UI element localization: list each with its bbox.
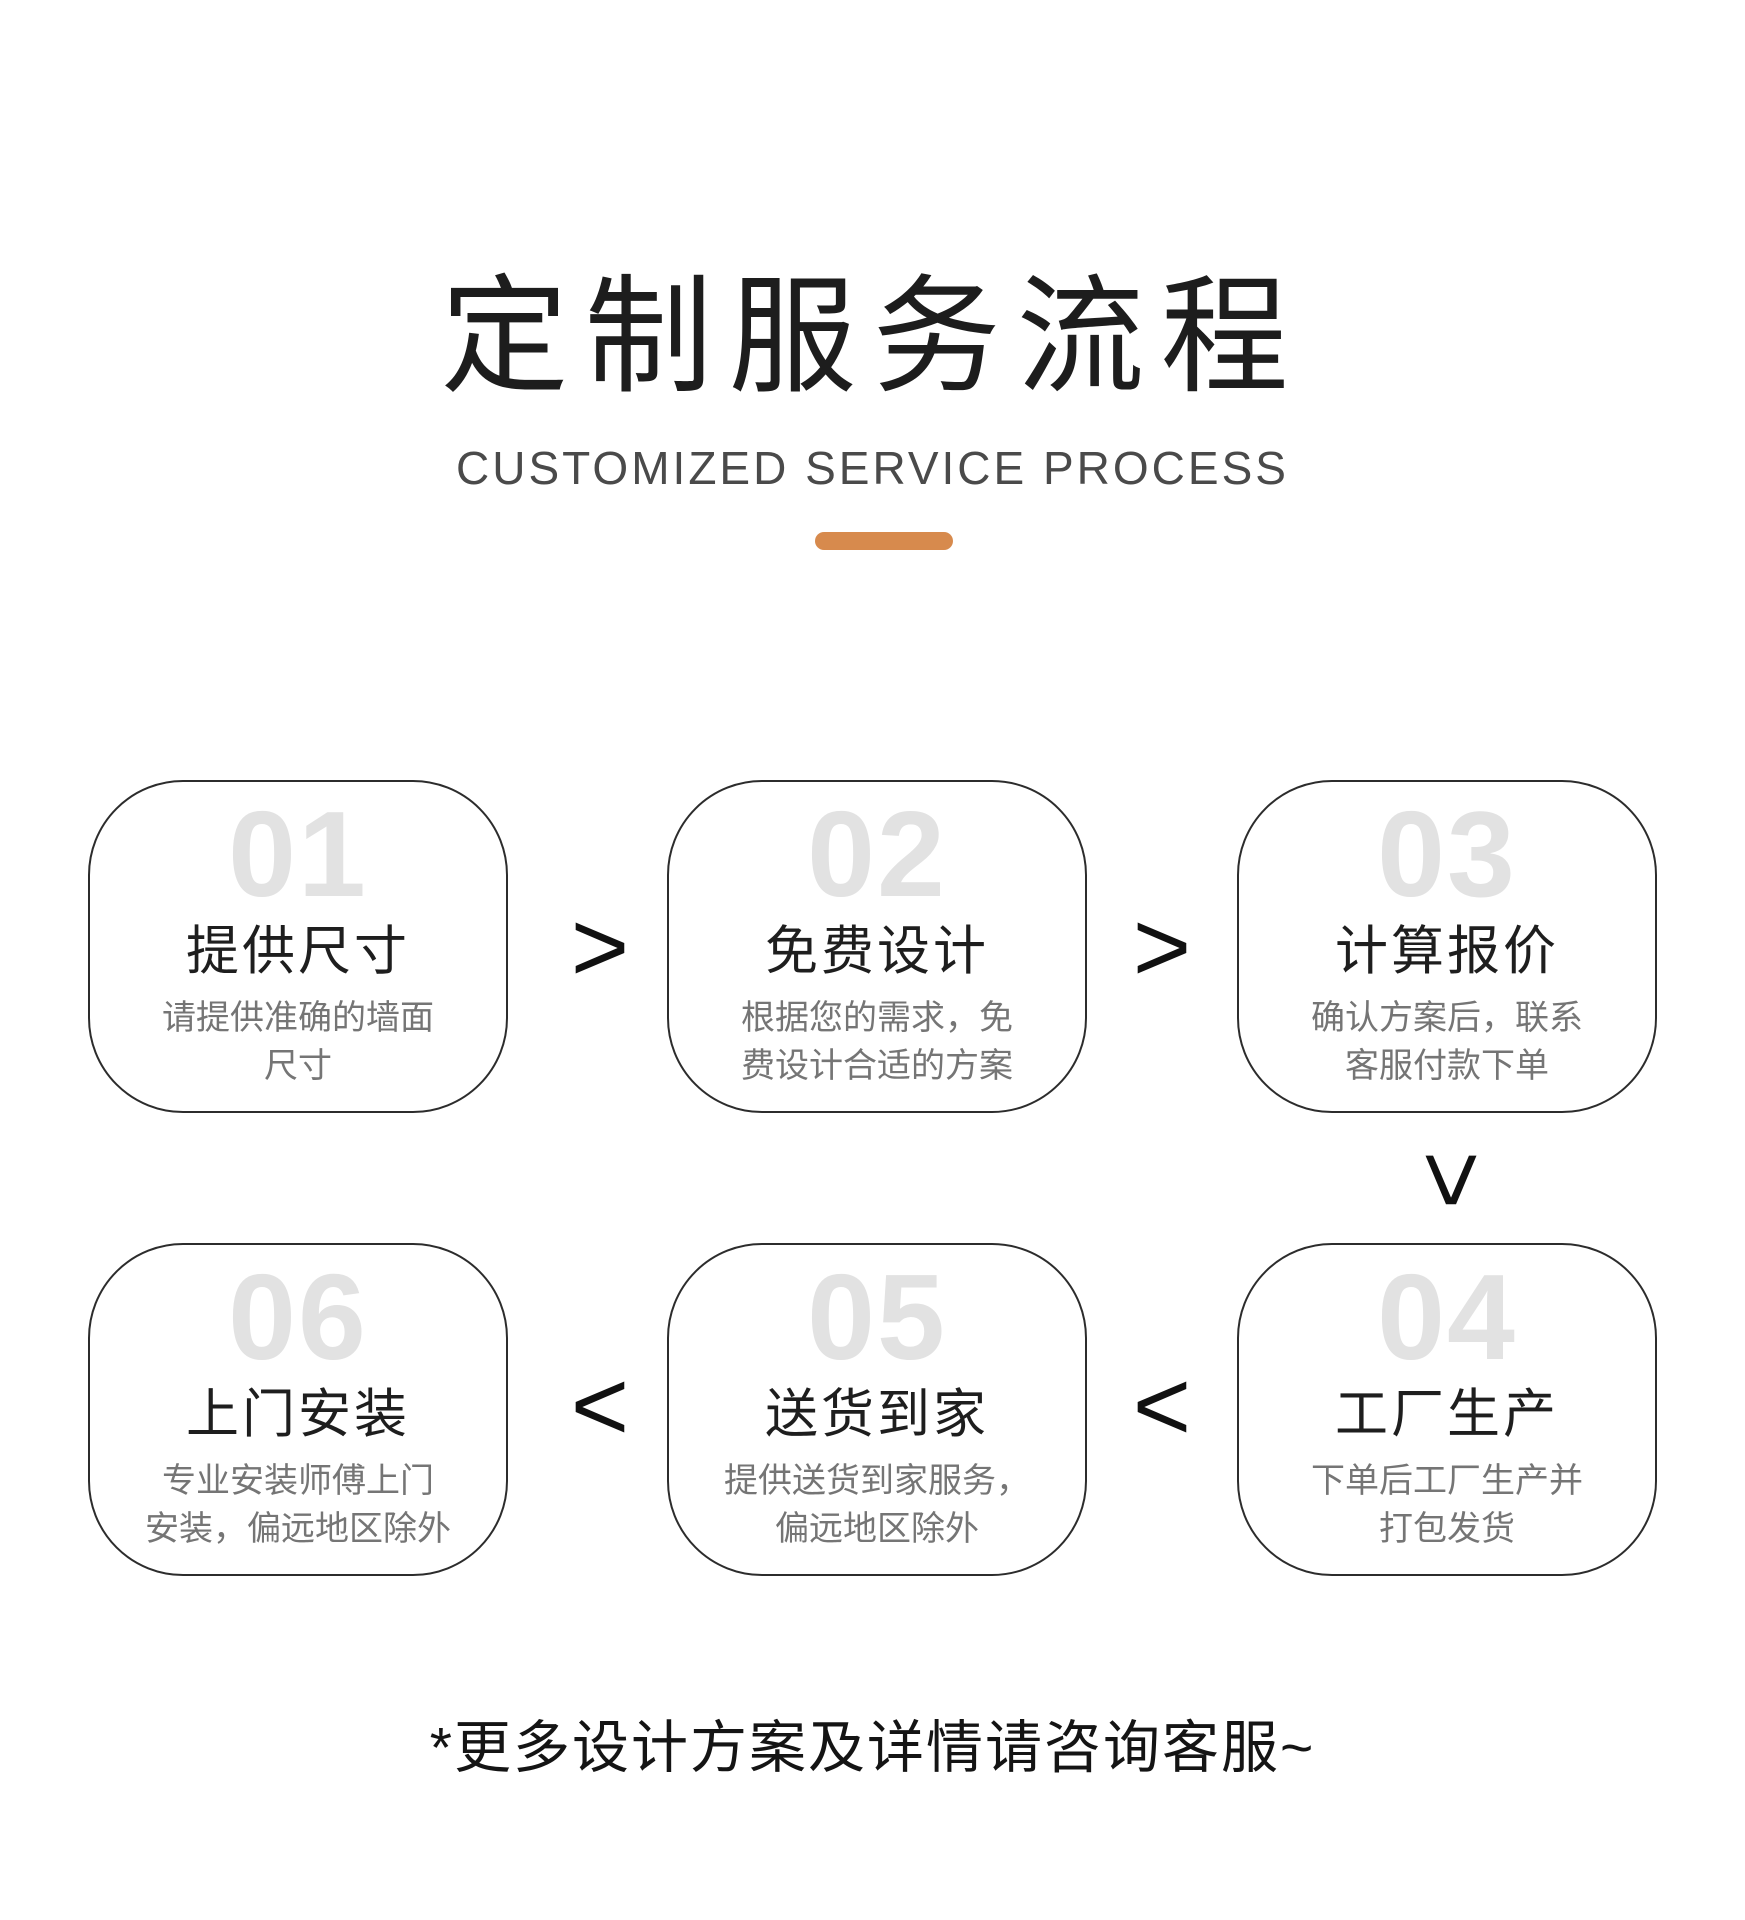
chevron-right-glyph: > xyxy=(570,891,630,1003)
chevron-left-glyph: < xyxy=(570,1350,630,1462)
step-title: 送货到家 xyxy=(765,1385,989,1445)
chevron-left-glyph: < xyxy=(1132,1350,1192,1462)
arrow-left-icon: < xyxy=(540,1346,660,1466)
arrow-right-icon: > xyxy=(1102,887,1222,1007)
chevron-down-glyph: > xyxy=(1396,1150,1508,1210)
arrow-down-icon: > xyxy=(1392,1120,1512,1240)
chevron-right-glyph: > xyxy=(1132,891,1192,1003)
footer-note: *更多设计方案及详情请咨询客服~ xyxy=(429,1716,1316,1780)
step-number: 03 xyxy=(1377,786,1517,922)
step-number: 06 xyxy=(228,1249,368,1385)
accent-divider xyxy=(815,532,953,550)
step-description: 请提供准确的墙面 尺寸 xyxy=(162,998,434,1085)
arrow-right-icon: > xyxy=(540,887,660,1007)
page-title: 定制服务流程 xyxy=(440,266,1305,409)
step-description: 提供送货到家服务， 偏远地区除外 xyxy=(724,1461,1030,1548)
step-title: 工厂生产 xyxy=(1335,1385,1559,1445)
step-card-02: 02 免费设计 根据您的需求，免 费设计合适的方案 xyxy=(667,780,1087,1113)
step-number: 04 xyxy=(1377,1249,1517,1385)
step-card-05: 05 送货到家 提供送货到家服务， 偏远地区除外 xyxy=(667,1243,1087,1576)
step-title: 计算报价 xyxy=(1335,922,1559,982)
step-card-04: 04 工厂生产 下单后工厂生产并 打包发货 xyxy=(1237,1243,1657,1576)
step-description: 专业安装师傅上门 安装，偏远地区除外 xyxy=(145,1461,451,1548)
step-card-06: 06 上门安装 专业安装师傅上门 安装，偏远地区除外 xyxy=(88,1243,508,1576)
step-title: 提供尺寸 xyxy=(186,922,410,982)
step-description: 确认方案后，联系 客服付款下单 xyxy=(1311,998,1583,1085)
step-title: 免费设计 xyxy=(765,922,989,982)
page-subtitle: CUSTOMIZED SERVICE PROCESS xyxy=(456,442,1289,494)
step-number: 05 xyxy=(807,1249,947,1385)
step-title: 上门安装 xyxy=(186,1385,410,1445)
arrow-left-icon: < xyxy=(1102,1346,1222,1466)
step-card-01: 01 提供尺寸 请提供准确的墙面 尺寸 xyxy=(88,780,508,1113)
step-number: 02 xyxy=(807,786,947,922)
step-card-03: 03 计算报价 确认方案后，联系 客服付款下单 xyxy=(1237,780,1657,1113)
step-number: 01 xyxy=(228,786,368,922)
step-description: 根据您的需求，免 费设计合适的方案 xyxy=(741,998,1013,1085)
step-description: 下单后工厂生产并 打包发货 xyxy=(1311,1461,1583,1548)
